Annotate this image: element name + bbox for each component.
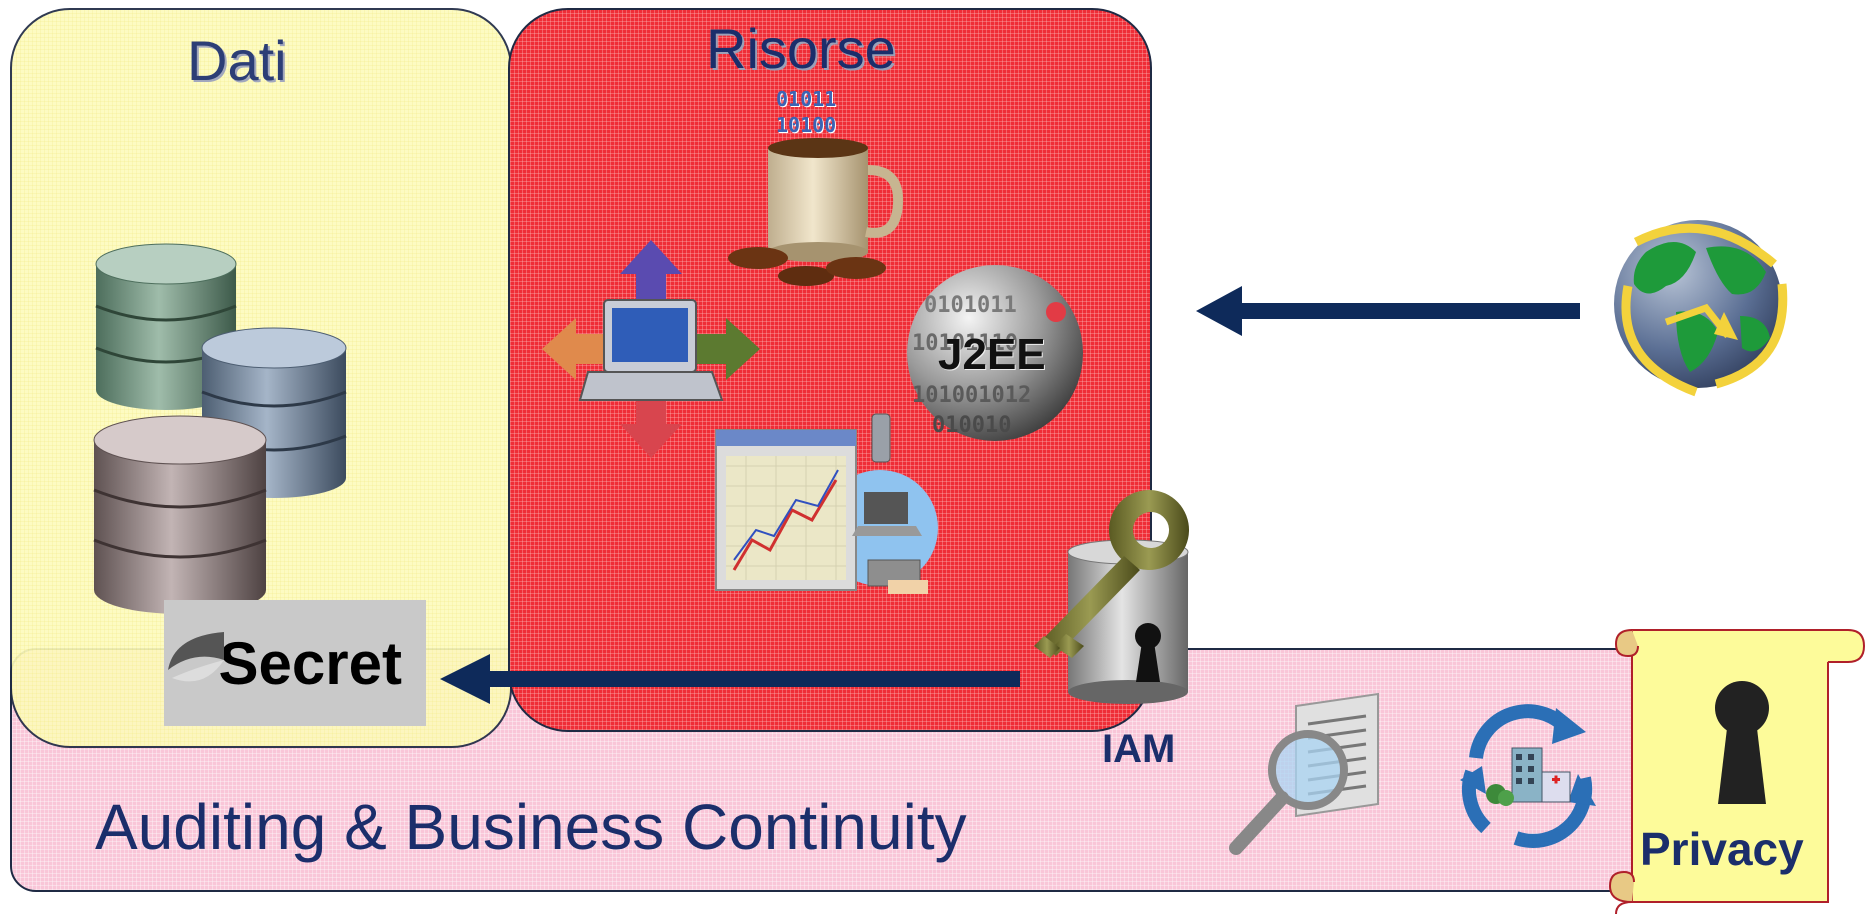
privacy-label: Privacy — [1640, 823, 1804, 875]
secret-text: Secret — [218, 629, 402, 697]
arrow-to-secret — [440, 654, 1020, 704]
auditing-title: Auditing & Business Continuity — [95, 791, 967, 863]
svg-text:101001012: 101001012 — [912, 383, 1031, 408]
j2ee-label: J2EE — [938, 330, 1046, 379]
report-devices-icon — [715, 413, 938, 594]
svg-text:10101110: 10101110 — [912, 331, 1018, 356]
dati-title: Dati — [187, 29, 287, 92]
globe-icon — [1614, 220, 1788, 397]
j2ee-ball-icon: 0101011 10101110 101001012 010010 — [907, 265, 1083, 441]
key-lock-icon — [1034, 489, 1190, 704]
risorse-title: Risorse — [706, 17, 896, 80]
magnifier-document-icon — [1229, 692, 1379, 855]
secret-label: Secret — [164, 600, 426, 726]
networked-computer-icon — [542, 240, 760, 458]
iam-label: IAM — [1102, 727, 1176, 771]
coffee-mug-icon — [728, 138, 904, 286]
svg-text:010010: 010010 — [932, 413, 1011, 438]
database-stack-icon — [93, 243, 347, 614]
arrow-from-globe — [1196, 286, 1580, 336]
keyhole-icon — [1715, 681, 1769, 804]
secret-swoosh-icon — [168, 632, 224, 682]
recycle-building-icon — [1460, 704, 1596, 848]
svg-text:0101011: 0101011 — [924, 293, 1017, 318]
